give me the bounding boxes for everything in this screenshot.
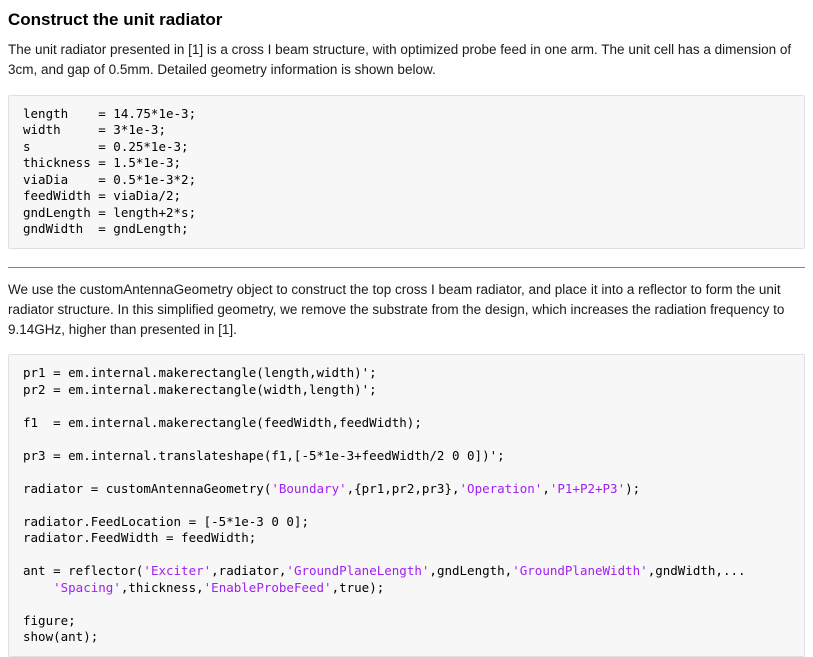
code-text: radiator.FeedWidth = feedWidth;	[23, 530, 257, 546]
construction-paragraph: We use the customAntennaGeometry object …	[8, 281, 785, 338]
code-line: f1 = em.internal.makerectangle(feedWidth…	[23, 415, 790, 432]
code-text: ,{pr1,pr2,pr3},	[346, 480, 460, 496]
code-text: radiator.FeedLocation = [-5*1e-3 0 0];	[23, 513, 309, 529]
code-text: pr3 = em.internal.translateshape(f1,[-5*…	[23, 447, 505, 463]
code-text: figure;	[23, 612, 76, 628]
code-text: gndLength = length+2*s;	[23, 204, 197, 220]
section-divider	[8, 266, 805, 268]
code-line: gndWidth = gndLength;	[23, 221, 790, 238]
code-text: gndWidth = gndLength;	[23, 221, 189, 236]
code-text: ,gndLength,	[429, 563, 513, 579]
code-text	[23, 580, 53, 595]
code-line: pr2 = em.internal.makerectangle(width,le…	[23, 382, 790, 399]
code-text: feedWidth = viaDia/2;	[23, 188, 182, 203]
code-block-geometry-params: length = 14.75*1e-3;width = 3*1e-3;s = 0…	[8, 94, 805, 249]
code-text: ,gndWidth,...	[647, 563, 746, 579]
code-line	[23, 596, 790, 613]
code-line: width = 3*1e-3;	[23, 122, 790, 139]
string-literal-token: 'Operation'	[459, 480, 543, 496]
intro-paragraph: The unit radiator presented in [1] is a …	[8, 42, 792, 78]
code-line: pr1 = em.internal.makerectangle(length,w…	[23, 365, 790, 382]
string-literal-token: 'Exciter'	[143, 563, 212, 579]
string-literal-token: 'Spacing'	[53, 579, 121, 595]
code-line: gndLength = length+2*s;	[23, 205, 790, 222]
code-text: show(ant);	[23, 629, 99, 645]
code-text: ,radiator,	[211, 563, 287, 579]
string-literal-token: 'GroundPlaneWidth'	[512, 563, 648, 579]
code-text: viaDia = 0.5*1e-3*2;	[23, 171, 197, 187]
code-line	[23, 497, 790, 514]
code-line	[23, 547, 790, 564]
code-line: pr3 = em.internal.translateshape(f1,[-5*…	[23, 448, 790, 465]
code-line: s = 0.25*1e-3;	[23, 139, 790, 156]
code-text: ant = reflector(	[23, 563, 144, 579]
code-line: ant = reflector('Exciter',radiator,'Grou…	[23, 563, 790, 580]
code-text: );	[625, 480, 641, 496]
code-text: ,thickness,	[120, 579, 204, 595]
code-text: pr1 = em.internal.makerectangle(length,w…	[23, 365, 377, 381]
code-text: pr2 = em.internal.makerectangle(width,le…	[23, 381, 377, 397]
code-text: radiator = customAntennaGeometry(	[23, 480, 272, 496]
code-line: thickness = 1.5*1e-3;	[23, 155, 790, 172]
code-line: show(ant);	[23, 629, 790, 646]
code-line: feedWidth = viaDia/2;	[23, 188, 790, 205]
code-line	[23, 398, 790, 415]
code-line	[23, 464, 790, 481]
code-line: radiator.FeedLocation = [-5*1e-3 0 0];	[23, 514, 790, 531]
code-line: radiator = customAntennaGeometry('Bounda…	[23, 481, 790, 498]
code-line: length = 14.75*1e-3;	[23, 106, 790, 123]
string-literal-token: 'Boundary'	[271, 480, 347, 496]
code-text: ,	[542, 480, 550, 496]
page-title: Construct the unit radiator	[8, 10, 223, 29]
string-literal-token: 'P1+P2+P3'	[549, 480, 626, 496]
string-literal-token: 'EnableProbeFeed'	[203, 579, 332, 595]
code-text: ,true);	[331, 579, 385, 595]
code-text: s = 0.25*1e-3;	[23, 138, 189, 154]
code-text: length = 14.75*1e-3;	[23, 105, 197, 121]
code-line: 'Spacing',thickness,'EnableProbeFeed',tr…	[23, 580, 790, 597]
code-line: viaDia = 0.5*1e-3*2;	[23, 172, 790, 189]
code-text: f1 = em.internal.makerectangle(feedWidth…	[23, 414, 422, 430]
code-line: radiator.FeedWidth = feedWidth;	[23, 530, 790, 547]
string-literal-token: 'GroundPlaneLength'	[286, 563, 430, 579]
code-text: width = 3*1e-3;	[23, 122, 166, 137]
code-block-radiator-construction: pr1 = em.internal.makerectangle(length,w…	[8, 354, 805, 657]
code-line: figure;	[23, 613, 790, 630]
code-line	[23, 431, 790, 448]
code-text: thickness = 1.5*1e-3;	[23, 155, 182, 170]
